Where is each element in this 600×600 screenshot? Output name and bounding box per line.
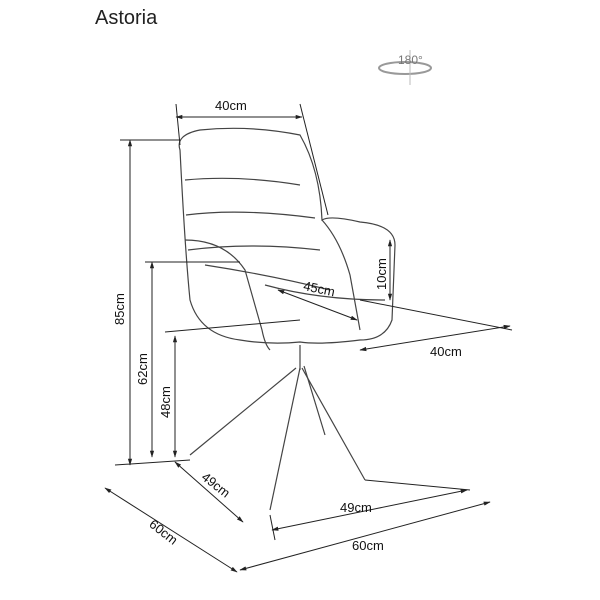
armrest-height-label: 62cm <box>135 353 150 385</box>
chair-illustration <box>178 127 396 511</box>
product-title: Astoria <box>95 7 158 29</box>
seat-height-label: 48cm <box>158 386 173 418</box>
dimension-armrest-above-seat: 10cm <box>374 239 393 301</box>
dimension-top-width: 40cm <box>175 98 329 216</box>
dimension-depth: 60cm <box>104 487 238 573</box>
dimension-seat-depth: 45cm <box>277 278 358 321</box>
seat-depth-label: 45cm <box>302 278 336 299</box>
dimension-base-left: 49cm <box>174 461 244 523</box>
dimension-base-right: 49cm <box>269 479 471 541</box>
base-right-label: 49cm <box>340 500 372 515</box>
seat-width-label: 40cm <box>430 344 462 359</box>
dimension-width: 60cm <box>239 501 491 571</box>
dimension-armrest-height: 62cm <box>135 261 240 458</box>
dimension-total-height: 85cm <box>112 139 191 466</box>
width-label: 60cm <box>352 538 384 553</box>
rotation-label: 180° <box>398 53 423 67</box>
total-height-label: 85cm <box>112 293 127 325</box>
dimension-seat-height: 48cm <box>158 319 301 458</box>
rotate-180-icon: 180° <box>378 50 432 85</box>
depth-label: 60cm <box>146 516 180 547</box>
dimension-seat-width: 40cm <box>359 299 513 359</box>
base-left-label: 49cm <box>199 469 233 500</box>
top-width-label: 40cm <box>215 98 247 113</box>
armrest-above-seat-label: 10cm <box>374 258 389 290</box>
